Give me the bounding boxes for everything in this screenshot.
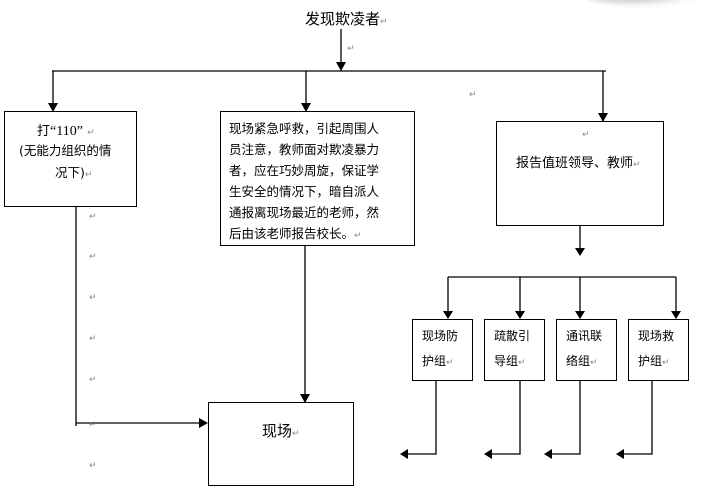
team-label-line1: 疏散引 [494, 329, 531, 343]
team-box-protection: 现场防 护组↵ [412, 319, 473, 381]
paragraph-mark: ↵ [89, 375, 97, 385]
paragraph-mark: ↵ [518, 358, 526, 368]
end-node-wrap: 现场↵ [262, 420, 300, 441]
call-110-title: 打“110” ↵ [37, 120, 95, 140]
call-110-condition-line2: 况下) [55, 165, 85, 180]
team-label-line1: 现场救 [638, 329, 675, 343]
on-site-line: 员注意，教师面对欺凌暴力 [229, 142, 380, 157]
arrowhead-team-3 [575, 311, 585, 319]
on-site-line: 者，应在巧妙周旋，保证学 [229, 163, 380, 178]
team-label-line2: 络组 [566, 354, 591, 368]
on-site-line: 通报离现场最近的老师，然 [229, 205, 380, 220]
arrowhead-team-4 [671, 311, 681, 319]
start-node: 发现欺凌者↵ [305, 8, 388, 29]
paragraph-mark: ↵ [662, 358, 670, 368]
arrowhead-start [336, 62, 346, 71]
on-site-line: 现场紧急呼救，引起周围人 [229, 121, 380, 136]
call-110-condition-line1: (无能力组织的情 [19, 143, 112, 158]
arrowhead-report-down [575, 248, 585, 256]
team-1-output [406, 381, 437, 455]
arrowhead-on-site [301, 103, 311, 112]
arrowhead-team-2 [515, 311, 525, 319]
call-110-prefix: 打 [37, 124, 51, 139]
team-box-communication: 通讯联 络组↵ [556, 319, 617, 381]
report-label-wrap: 报告值班领导、教师↵ [516, 152, 641, 171]
arrowhead-to-scene-left [199, 418, 208, 428]
paragraph-mark: ↵ [347, 44, 355, 54]
paragraph-mark: ↵ [469, 90, 477, 100]
paragraph-mark: ↵ [87, 128, 95, 138]
paragraph-mark: ↵ [446, 358, 454, 368]
branch-on-site-box: 现场紧急呼救，引起周围人 员注意，教师面对欺凌暴力 者，应在巧妙周旋，保证学 生… [220, 111, 415, 246]
paragraph-mark: ↵ [380, 17, 388, 27]
on-site-line: 后由该老师报告校长。 [229, 226, 355, 241]
paragraph-mark: ↵ [89, 334, 97, 344]
paragraph-mark: ↵ [633, 160, 641, 170]
team-label-line2: 护组 [638, 354, 663, 368]
page-corner-shadow [585, 0, 701, 8]
on-site-line: 生安全的情况下，暗自派人 [229, 184, 380, 199]
team-label-line2: 护组 [422, 354, 447, 368]
team-label-line1: 现场防 [422, 329, 459, 343]
arrowhead-to-scene-top [300, 394, 310, 403]
call-110-condition-line2-wrap: 况下)↵ [55, 162, 92, 181]
paragraph-mark: ↵ [89, 461, 97, 471]
team-2-output [490, 381, 521, 455]
call-110-number: “110” [50, 124, 83, 139]
team-box-evacuation: 疏散引 导组↵ [484, 319, 545, 381]
team-label-line1: 通讯联 [566, 329, 603, 343]
paragraph-mark: ↵ [89, 420, 97, 430]
end-node-scene-box: 现场↵ [208, 402, 354, 486]
paragraph-mark: ↵ [89, 252, 97, 262]
branch-call-110-box: 打“110” ↵ (无能力组织的情 况下)↵ [4, 111, 137, 207]
paragraph-mark: ↵ [582, 130, 590, 140]
arrowhead-call-110 [48, 103, 58, 112]
paragraph-mark: ↵ [89, 212, 97, 222]
team-4-output [622, 381, 653, 455]
paragraph-mark: ↵ [590, 358, 598, 368]
start-node-label: 发现欺凌者 [305, 10, 381, 28]
team-box-rescue: 现场救 护组↵ [628, 319, 689, 381]
paragraph-mark: ↵ [89, 293, 97, 303]
paragraph-mark: ↵ [354, 231, 362, 241]
team-label-line2: 导组 [494, 354, 519, 368]
on-site-line-last: 后由该老师报告校长。↵ [229, 223, 408, 247]
arrowhead-team-1 [443, 311, 453, 319]
branch-report-box: ↵ 报告值班领导、教师↵ [496, 121, 664, 226]
arrowhead-report [598, 113, 608, 122]
end-node-label: 现场 [262, 422, 293, 440]
team-3-output [550, 381, 581, 455]
paragraph-mark: ↵ [292, 429, 300, 439]
report-label: 报告值班领导、教师 [516, 156, 634, 171]
paragraph-mark: ↵ [84, 170, 93, 180]
